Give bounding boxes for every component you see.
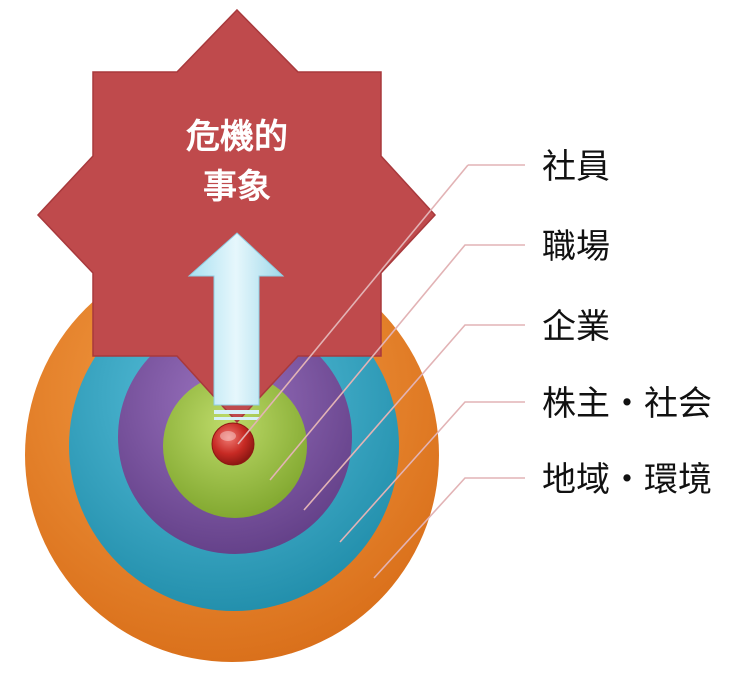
leader-line-workplace [269,244,525,481]
leader-line-region [373,477,525,579]
crisis-star-shape [36,8,437,424]
leader-line-employee [237,164,469,445]
core-employee-dot [211,422,255,466]
label-region-environment: 地域・環境 [542,460,712,500]
crisis-label-line1: 危機的 [186,117,288,157]
label-workplace: 職場 [542,227,610,267]
label-company: 企業 [542,307,610,347]
leader-line-company [303,324,525,511]
leader-line-shareholders [339,401,525,543]
crisis-label-line2: 事象 [203,167,271,207]
up-arrow-icon [187,232,285,420]
label-shareholders-society: 株主・社会 [542,384,712,424]
label-employee: 社員 [542,147,610,187]
